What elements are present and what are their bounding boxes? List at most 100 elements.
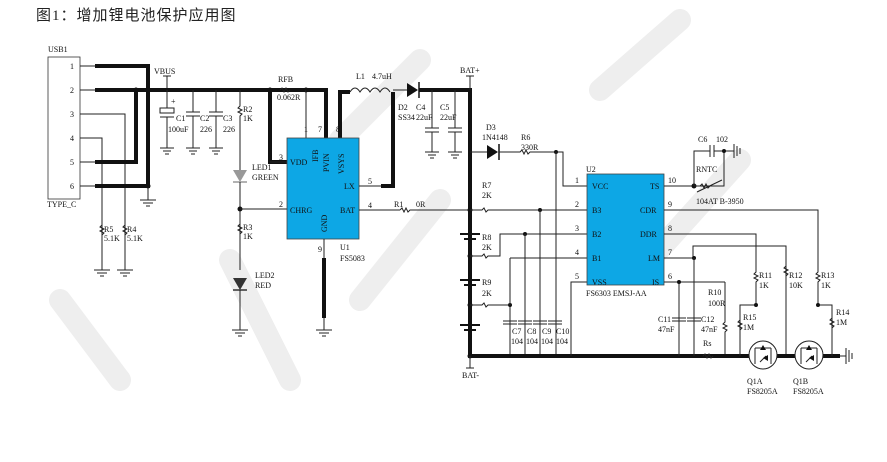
component-label: 104 (511, 337, 523, 346)
component-label: 5.1K (127, 234, 143, 243)
component-label: CDR (640, 206, 657, 215)
component-label: RED (255, 281, 271, 290)
component-label: C10 (556, 327, 569, 336)
component-label: C6 (698, 135, 707, 144)
component-label: RFB (278, 75, 293, 84)
component-label: R3 (243, 223, 252, 232)
component-label: RNTC (696, 165, 717, 174)
component-label: 330R (521, 143, 539, 152)
component-label: 2K (482, 289, 492, 298)
component-label: 102 (716, 135, 728, 144)
usb-pin: 6 (70, 182, 74, 191)
usb-pin: 5 (70, 158, 74, 167)
component-label: 1 (575, 176, 579, 185)
usb-ref: USB1 (48, 45, 68, 54)
component-label: GND (320, 214, 329, 232)
component-label: 3 (279, 153, 283, 162)
usb-pin: 3 (70, 110, 74, 119)
component-label: 100uF (168, 125, 189, 134)
component-label: C9 (542, 327, 551, 336)
component-label: R14 (836, 308, 849, 317)
component-label: 6 (668, 272, 672, 281)
component-label: FS6303 EMSJ-AA (586, 289, 647, 298)
component-label: R2 (243, 105, 252, 114)
component-label: C12 (701, 315, 714, 324)
component-label: FS5083 (340, 254, 365, 263)
component-label: Q1B (793, 377, 808, 386)
component-label: 226 (200, 125, 212, 134)
component-label: 1N4148 (482, 133, 508, 142)
component-label: 1K (821, 281, 831, 290)
component-label: VSYS (337, 154, 346, 174)
component-label: 7 (668, 248, 672, 257)
component-label: C4 (416, 103, 425, 112)
component-label: U2 (586, 165, 596, 174)
component-label: 47nF (658, 325, 675, 334)
component-label: LED2 (255, 271, 275, 280)
component-label: IFB (311, 150, 320, 162)
vbus-label: VBUS (154, 67, 175, 76)
component-label: D3 (486, 123, 496, 132)
component-label: 8 (336, 125, 340, 134)
component-label: GREEN (252, 173, 279, 182)
component-label: 9 (318, 245, 322, 254)
component-label: FS8205A (793, 387, 824, 396)
u2-protection-ic: U2 FS6303 EMSJ-AA VCC B3 B2 B1 VSS 1 2 3… (575, 165, 676, 298)
component-label: 2K (482, 243, 492, 252)
component-label: 5 (368, 177, 372, 186)
component-label: 0R (416, 200, 426, 209)
component-label: R11 (759, 271, 772, 280)
component-label: B1 (592, 254, 601, 263)
component-label: 1K (759, 281, 769, 290)
component-label: 1K (243, 114, 253, 123)
component-label: 4 (368, 201, 372, 210)
component-label: 9 (668, 200, 672, 209)
bat-minus-label: BAT- (462, 371, 479, 380)
component-label: 22uF (440, 113, 457, 122)
component-label: VDD (290, 158, 308, 167)
component-label: R5 (104, 225, 113, 234)
component-label: 4 (575, 248, 579, 257)
component-label: R10 (708, 288, 721, 297)
component-label: C2 (200, 114, 209, 123)
component-label: C3 (223, 114, 232, 123)
component-label: LX (344, 182, 355, 191)
component-label: C1 (176, 114, 185, 123)
component-label: 226 (223, 125, 235, 134)
component-label: VCC (592, 182, 608, 191)
component-label: + (171, 97, 176, 106)
component-label: 1K (243, 232, 253, 241)
usb-pin: 1 (70, 62, 74, 71)
component-label: 104 (556, 337, 568, 346)
component-label: R7 (482, 181, 491, 190)
component-label: Rs (703, 339, 711, 348)
u1-charger-ic: VDD CHRG LX BAT IFB PVIN VSYS GND 3 2 1 … (279, 125, 473, 337)
component-label: 47nF (701, 325, 718, 334)
component-label: 22uF (416, 113, 433, 122)
component-label: 2K (482, 191, 492, 200)
component-label: R13 (821, 271, 834, 280)
usb-pin: 4 (70, 134, 74, 143)
watermark (49, 9, 751, 391)
component-label: B2 (592, 230, 601, 239)
component-label: 4.7uH (372, 72, 392, 81)
component-label: 3 (575, 224, 579, 233)
component-label: BAT (340, 206, 355, 215)
component-label: R6 (521, 133, 530, 142)
component-label: 10K (789, 281, 803, 290)
component-label: 1M (743, 323, 754, 332)
component-label: C7 (512, 327, 521, 336)
component-label: C8 (527, 327, 536, 336)
component-label: Q1A (747, 377, 763, 386)
component-label: U1 (340, 243, 350, 252)
component-label: R4 (127, 225, 136, 234)
component-label: 100R (708, 299, 726, 308)
component-label: LED1 (252, 163, 272, 172)
component-label: DDR (640, 230, 658, 239)
component-label: 7 (318, 125, 322, 134)
component-label: 10 (668, 176, 676, 185)
